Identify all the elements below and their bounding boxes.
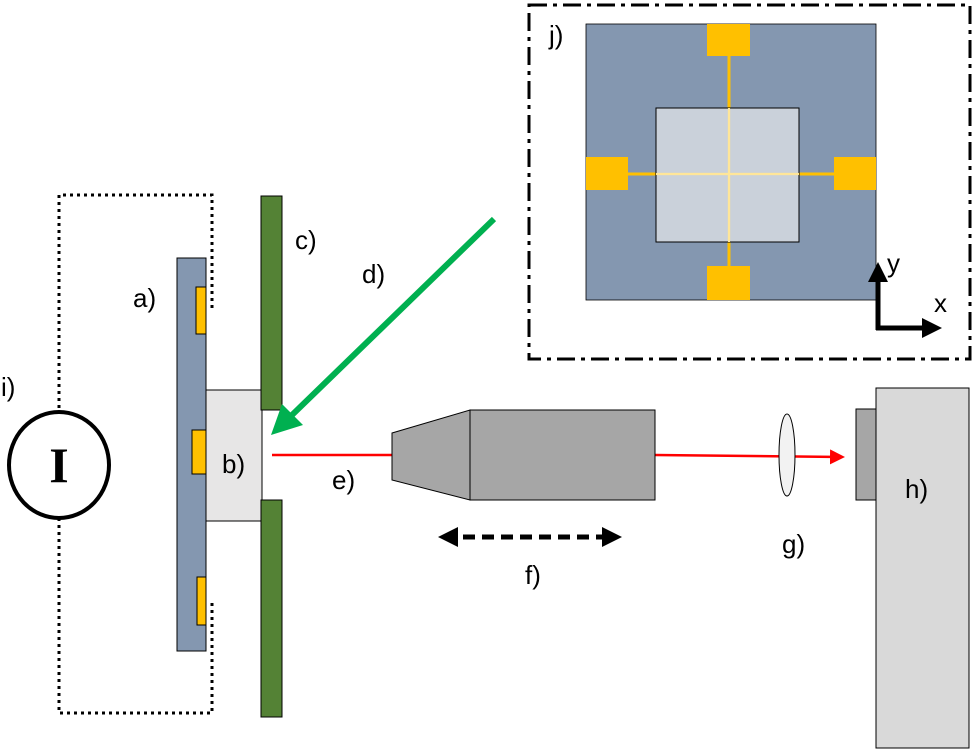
y-axis-label: y [887,248,900,278]
label-i: i) [1,372,15,402]
detector-body [875,387,970,749]
zoom-arrow [289,216,497,418]
inset-pad-top [707,24,750,56]
zoom-arrow-head [271,404,303,435]
current-source [7,410,111,520]
label-j: j) [548,20,563,50]
contact-pad-middle [191,429,207,475]
laser-beam-out [654,449,845,465]
aperture-plate-top [260,195,283,411]
x-axis-label: x [934,288,947,318]
detector-port [855,408,877,501]
contact-pad-bottom [196,576,207,626]
label-h: h) [905,474,928,504]
inset-pad-bottom [707,266,750,300]
label-b: b) [222,449,245,479]
label-e: e) [332,465,355,495]
focusing-lens [778,413,796,497]
circuit-wire [57,193,214,715]
contact-pad-top [195,286,207,335]
objective-body [469,409,656,501]
label-a: a) [133,283,156,313]
sample-block [205,389,263,522]
current-source-symbol: I [49,437,68,493]
inset-pad-left [586,157,628,190]
label-c: c) [295,225,317,255]
aperture-plate-bottom [260,499,283,718]
objective-lens-tip [391,409,471,501]
inset-pad-right [834,157,876,190]
label-f: f) [525,560,541,590]
label-d: d) [362,259,385,289]
label-g: g) [782,529,805,559]
inset-frame [527,3,972,361]
